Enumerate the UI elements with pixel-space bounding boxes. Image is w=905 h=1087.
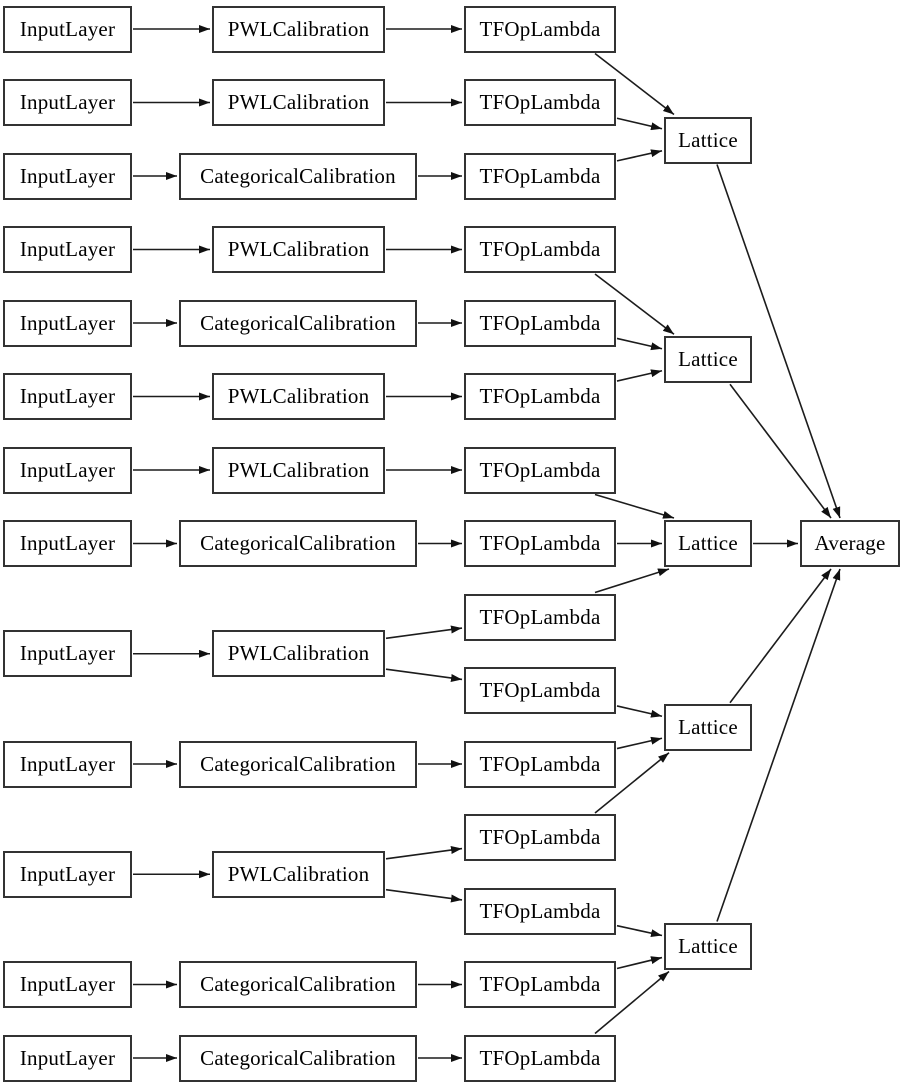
node-inputlayer-in11: InputLayer — [3, 850, 132, 898]
node-tfoplambda-t13: TFOpLambda — [464, 961, 616, 1008]
node-tfoplambda-t0: TFOpLambda — [464, 5, 616, 53]
edge-lat2-to-avg — [729, 383, 832, 519]
node-lattice-lat5: Lattice — [664, 922, 752, 970]
edge-t1-to-lat1 — [616, 117, 663, 131]
node-categoricalcalibration-cal5: CategoricalCalibration — [179, 299, 417, 347]
edge-t4-to-lat2 — [616, 337, 663, 351]
node-categoricalcalibration-cal10: CategoricalCalibration — [179, 740, 417, 788]
node-lattice-lat2: Lattice — [664, 336, 752, 384]
node-categoricalcalibration-cal3: CategoricalCalibration — [179, 152, 417, 200]
node-tfoplambda-t6: TFOpLambda — [464, 446, 616, 494]
node-lattice-lat3: Lattice — [664, 520, 752, 567]
edge-lat5-to-avg — [716, 568, 841, 922]
node-tfoplambda-t3: TFOpLambda — [464, 226, 616, 273]
edge-t12-to-lat5 — [616, 924, 663, 938]
node-tfoplambda-t8: TFOpLambda — [464, 593, 616, 641]
edge-lat1-to-avg — [716, 164, 841, 519]
node-inputlayer-in10: InputLayer — [3, 740, 132, 788]
node-inputlayer-in4: InputLayer — [3, 226, 132, 273]
edge-t8-to-lat3 — [594, 568, 670, 594]
node-tfoplambda-t12: TFOpLambda — [464, 887, 616, 935]
node-average-avg: Average — [800, 520, 900, 567]
node-lattice-lat1: Lattice — [664, 116, 752, 164]
node-tfoplambda-t4: TFOpLambda — [464, 299, 616, 347]
edge-cal9-to-t9 — [385, 668, 463, 682]
node-pwlcalibration-cal7: PWLCalibration — [212, 446, 385, 494]
edge-cal11-to-t12 — [385, 888, 463, 903]
node-pwlcalibration-cal4: PWLCalibration — [212, 226, 385, 273]
edge-cal11-to-t11 — [385, 846, 463, 860]
node-tfoplambda-t5: TFOpLambda — [464, 373, 616, 420]
node-tfoplambda-t10: TFOpLambda — [464, 740, 616, 788]
edge-t10-to-lat4 — [616, 736, 663, 750]
node-categoricalcalibration-cal12: CategoricalCalibration — [179, 961, 417, 1008]
node-tfoplambda-t2: TFOpLambda — [464, 152, 616, 200]
node-tfoplambda-t14: TFOpLambda — [464, 1034, 616, 1082]
edge-t5-to-lat2 — [616, 369, 663, 382]
node-pwlcalibration-cal2: PWLCalibration — [212, 79, 385, 126]
node-categoricalcalibration-cal8: CategoricalCalibration — [179, 520, 417, 567]
node-categoricalcalibration-cal13: CategoricalCalibration — [179, 1034, 417, 1082]
node-pwlcalibration-cal1: PWLCalibration — [212, 5, 385, 53]
node-inputlayer-in8: InputLayer — [3, 520, 132, 567]
edge-t13-to-lat5 — [616, 956, 663, 970]
node-tfoplambda-t11: TFOpLambda — [464, 814, 616, 861]
edge-t14-to-lat5 — [594, 970, 670, 1035]
node-tfoplambda-t9: TFOpLambda — [464, 667, 616, 714]
node-inputlayer-in7: InputLayer — [3, 446, 132, 494]
node-inputlayer-in12: InputLayer — [3, 961, 132, 1008]
node-pwlcalibration-cal9: PWLCalibration — [212, 630, 385, 678]
node-pwlcalibration-cal11: PWLCalibration — [212, 850, 385, 898]
node-tfoplambda-t1: TFOpLambda — [464, 79, 616, 126]
edge-t3-to-lat2 — [594, 273, 675, 335]
node-inputlayer-in13: InputLayer — [3, 1034, 132, 1082]
node-tfoplambda-t7: TFOpLambda — [464, 520, 616, 567]
edge-lat4-to-avg — [729, 568, 832, 704]
edge-t11-to-lat4 — [594, 752, 670, 814]
edge-cal9-to-t8 — [385, 625, 463, 640]
node-inputlayer-in5: InputLayer — [3, 299, 132, 347]
node-lattice-lat4: Lattice — [664, 703, 752, 751]
edge-t2-to-lat1 — [616, 149, 663, 162]
node-inputlayer-in1: InputLayer — [3, 5, 132, 53]
node-inputlayer-in6: InputLayer — [3, 373, 132, 420]
node-inputlayer-in9: InputLayer — [3, 630, 132, 678]
edge-t9-to-lat4 — [616, 705, 663, 718]
node-pwlcalibration-cal6: PWLCalibration — [212, 373, 385, 420]
edge-t6-to-lat3 — [594, 493, 675, 519]
node-inputlayer-in3: InputLayer — [3, 152, 132, 200]
node-inputlayer-in2: InputLayer — [3, 79, 132, 126]
edge-t0-to-lat1 — [594, 52, 675, 116]
